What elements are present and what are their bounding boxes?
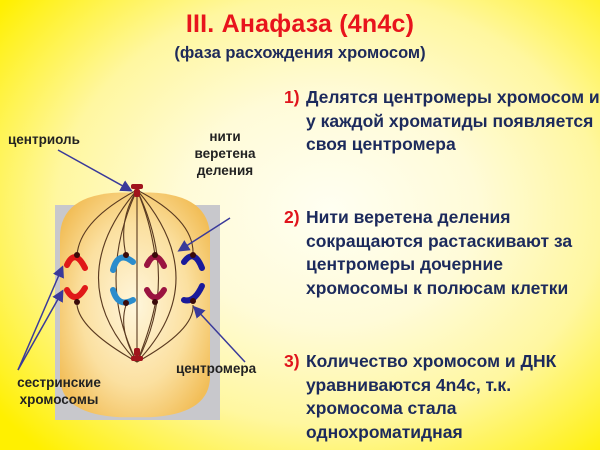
page-title: III. Анафаза (4n4c)	[185, 10, 415, 38]
point-1: 1) Делятся центромеры хромосом и у каждо…	[284, 86, 600, 157]
label-spindle: нити веретена деления	[194, 129, 256, 178]
cell-body	[60, 192, 210, 418]
point-number: 1)	[284, 87, 300, 107]
label-arrows	[17, 149, 246, 371]
point-text: Делятся центромеры хромосом и у каждой х…	[306, 87, 600, 154]
centromeres	[74, 252, 196, 306]
label-centriole: центриоль	[8, 132, 80, 147]
label-centromere: центромера	[176, 361, 257, 376]
point-text: Нити веретена деления сокращаются растас…	[306, 207, 573, 298]
centriole-bottom-icon	[131, 348, 143, 361]
point-2: 2) Нити веретена деления сокращаются рас…	[284, 206, 600, 300]
chromosome-darkblue-bottom	[181, 283, 205, 304]
chromosome-lightblue-top	[110, 254, 136, 273]
chromosome-maroon-bottom	[144, 287, 167, 301]
page-subtitle: (фаза расхождения хромосом)	[174, 44, 426, 62]
point-3: 3) Количество хромосом и ДНК уравниваютс…	[284, 350, 600, 444]
centriole-top-icon	[131, 184, 143, 197]
chromosome-red-bottom	[64, 285, 88, 300]
chromosome-lightblue-bottom	[110, 287, 136, 306]
label-sister-chromosomes: сестринские хромосомы	[17, 375, 101, 407]
point-number: 2)	[284, 207, 300, 227]
point-number: 3)	[284, 351, 300, 371]
spindle-fibers	[76, 189, 194, 363]
point-text: Количество хромосом и ДНК уравниваются 4…	[306, 351, 557, 442]
